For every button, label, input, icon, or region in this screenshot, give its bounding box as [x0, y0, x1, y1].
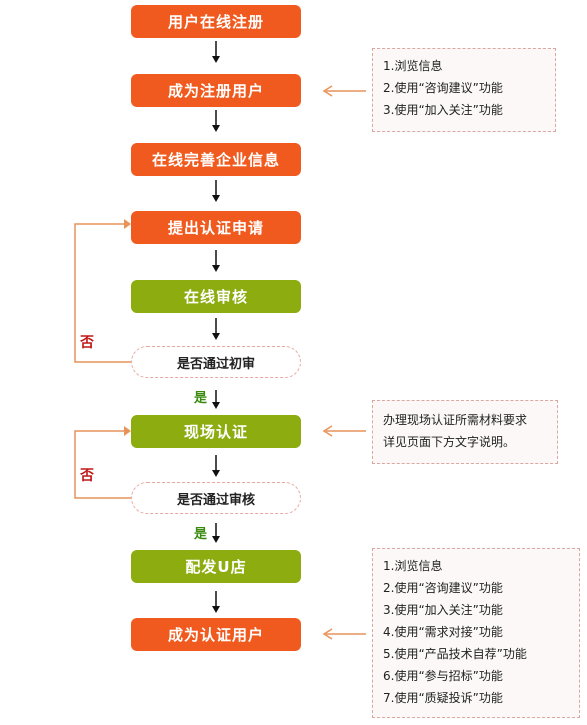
note-line: 7.使用“质疑投诉”功能	[383, 691, 503, 705]
note-line: 2.使用“咨询建议”功能	[383, 581, 503, 595]
decision-review: 是否通过审核	[131, 482, 301, 514]
step-become-registered-user: 成为注册用户	[131, 74, 301, 107]
decision-first-review: 是否通过初审	[131, 346, 301, 378]
note-line: 1.浏览信息	[383, 59, 443, 73]
note-certified-features: 1.浏览信息 2.使用“咨询建议”功能 3.使用“加入关注”功能 4.使用“需求…	[372, 548, 580, 718]
step-register-online: 用户在线注册	[131, 5, 301, 38]
yes-label-second: 是	[194, 527, 208, 542]
note-line: 办理现场认证所需材料要求	[383, 413, 528, 427]
note-onsite-materials: 办理现场认证所需材料要求 详见页面下方文字说明。	[372, 400, 558, 464]
step-assign-ushop: 配发U店	[131, 550, 301, 583]
step-become-certified-user: 成为认证用户	[131, 618, 301, 651]
note-line: 2.使用“咨询建议”功能	[383, 81, 503, 95]
note-line: 6.使用“参与招标”功能	[383, 669, 503, 683]
step-submit-certification: 提出认证申请	[131, 211, 301, 244]
yes-label-first: 是	[194, 391, 208, 406]
step-complete-company-info: 在线完善企业信息	[131, 143, 301, 176]
note-line: 4.使用“需求对接”功能	[383, 625, 503, 639]
note-line: 3.使用“加入关注”功能	[383, 603, 503, 617]
no-label-second: 否	[80, 468, 94, 484]
note-registered-features: 1.浏览信息 2.使用“咨询建议”功能 3.使用“加入关注”功能	[372, 48, 556, 132]
no-label-first: 否	[80, 335, 94, 351]
note-line: 详见页面下方文字说明。	[383, 435, 516, 449]
step-onsite-certification: 现场认证	[131, 415, 301, 448]
note-line: 1.浏览信息	[383, 559, 443, 573]
note-line: 5.使用“产品技术自荐”功能	[383, 647, 527, 661]
step-online-review: 在线审核	[131, 280, 301, 313]
note-line: 3.使用“加入关注”功能	[383, 103, 503, 117]
